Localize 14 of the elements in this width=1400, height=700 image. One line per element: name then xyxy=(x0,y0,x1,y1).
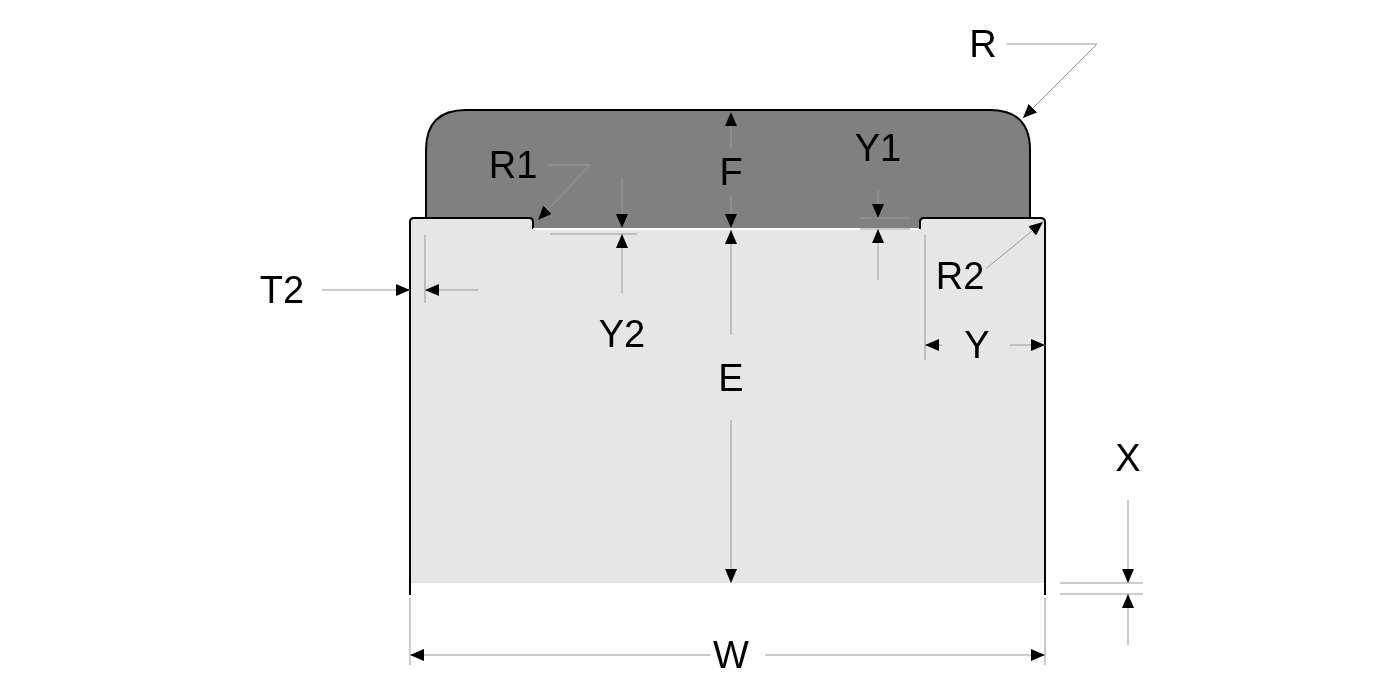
dimension-label: R2 xyxy=(935,257,985,295)
dimension-label: R xyxy=(969,25,997,63)
leader-line xyxy=(1006,43,1098,119)
dimension-label: W xyxy=(713,636,749,674)
leader-line xyxy=(985,221,1044,269)
dimension-label: X xyxy=(1115,439,1141,477)
dimension-label: E xyxy=(718,359,744,397)
dimension-label: Y xyxy=(964,326,990,364)
dimension-label: F xyxy=(719,153,743,191)
dimension-label: Y2 xyxy=(598,315,646,353)
dimension-label: Y1 xyxy=(854,129,902,167)
dimension-label: R1 xyxy=(488,146,538,184)
dimension-label: T2 xyxy=(259,271,305,309)
leader-line xyxy=(537,164,591,221)
